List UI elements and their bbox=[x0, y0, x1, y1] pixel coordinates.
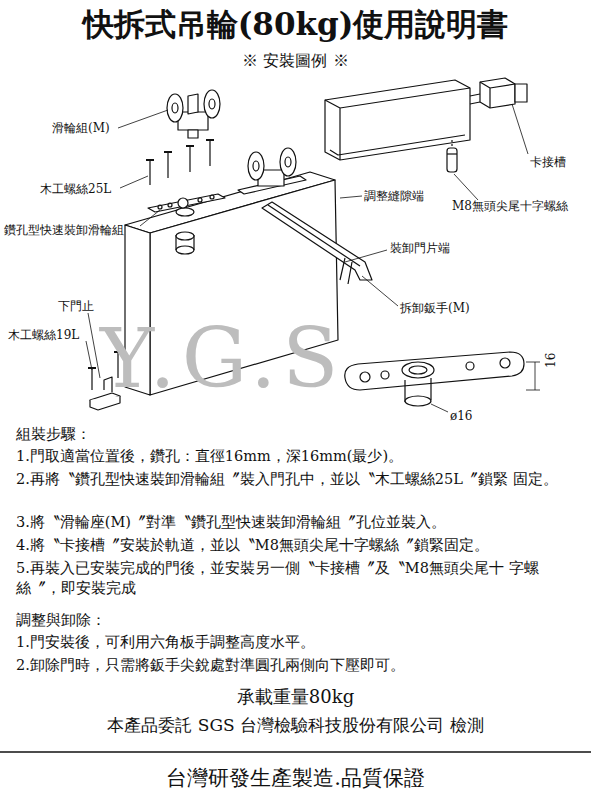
watermark: Y.G.S bbox=[100, 318, 344, 400]
pulley-set bbox=[167, 90, 220, 138]
section-heading: ※ 安裝圖例 ※ bbox=[0, 50, 591, 72]
dimension: ø16 bbox=[450, 408, 473, 424]
clip-slot bbox=[480, 78, 515, 108]
part-label: 卡接槽 bbox=[530, 154, 566, 170]
part-label: M8無頭尖尾十字螺絲 bbox=[452, 198, 568, 214]
drill-roller-set bbox=[148, 194, 225, 212]
section-heading: 調整與卸除： bbox=[16, 610, 106, 630]
note: 本產品委託 SGS 台灣檢驗科技股份有限公司 檢測 bbox=[0, 714, 591, 737]
step-text: 2.卸除門時，只需將鈑手尖銳處對準圓孔兩側向下壓即可。 bbox=[16, 656, 581, 676]
rule bbox=[0, 751, 591, 753]
m8-screw bbox=[447, 148, 457, 172]
part-label: 木工螺絲19L bbox=[8, 327, 79, 343]
step-text: 4.將〝卡接槽〞安裝於軌道，並以〝M8無頭尖尾十字螺絲〞鎖緊固定。 bbox=[16, 536, 581, 556]
section-heading: 組裝步驟： bbox=[16, 424, 91, 444]
dimension: 16 bbox=[543, 353, 559, 368]
part-label: 鑽孔型快速裝卸滑輪組 bbox=[4, 222, 124, 238]
part-label: 下門止 bbox=[58, 298, 94, 314]
part-label: 調整縫隙端 bbox=[364, 188, 424, 204]
step-text: 1.門取適當位置後，鑽孔：直徑16mm，深16mm(最少)。 bbox=[16, 447, 581, 467]
part-label: 裝卸門片端 bbox=[390, 240, 450, 256]
part-label: 拆卸鈑手(M) bbox=[400, 300, 470, 316]
removal-wrench bbox=[262, 202, 372, 284]
step-text: 5.再裝入已安裝完成的門後，並安裝另一側〝卡接槽〞及〝M8無頭尖尾十 字螺絲〞，… bbox=[16, 559, 581, 598]
step-text: 2.再將〝鑽孔型快速裝卸滑輪組〞裝入門孔中，並以〝木工螺絲25L〞鎖緊 固定。 bbox=[16, 470, 581, 490]
page-title: 快拆式吊輪(80kg)使用說明書 bbox=[0, 4, 591, 46]
mounted-roller bbox=[238, 148, 306, 194]
wood-screw-25l bbox=[146, 140, 214, 185]
footer: 台灣研發生產製造.品質保證 bbox=[0, 764, 591, 792]
part-label: 滑輪組(M) bbox=[52, 120, 110, 136]
note: 承載重量80kg bbox=[0, 685, 591, 709]
roller-plate-detail bbox=[345, 352, 524, 406]
step-text: 3.將〝滑輪座(M)〞對準〝鑽孔型快速裝卸滑輪組〞孔位並裝入。 bbox=[16, 513, 581, 533]
step-text: 1.門安裝後，可利用六角板手調整高度水平。 bbox=[16, 633, 581, 653]
part-label: 木工螺絲25L bbox=[40, 181, 111, 197]
